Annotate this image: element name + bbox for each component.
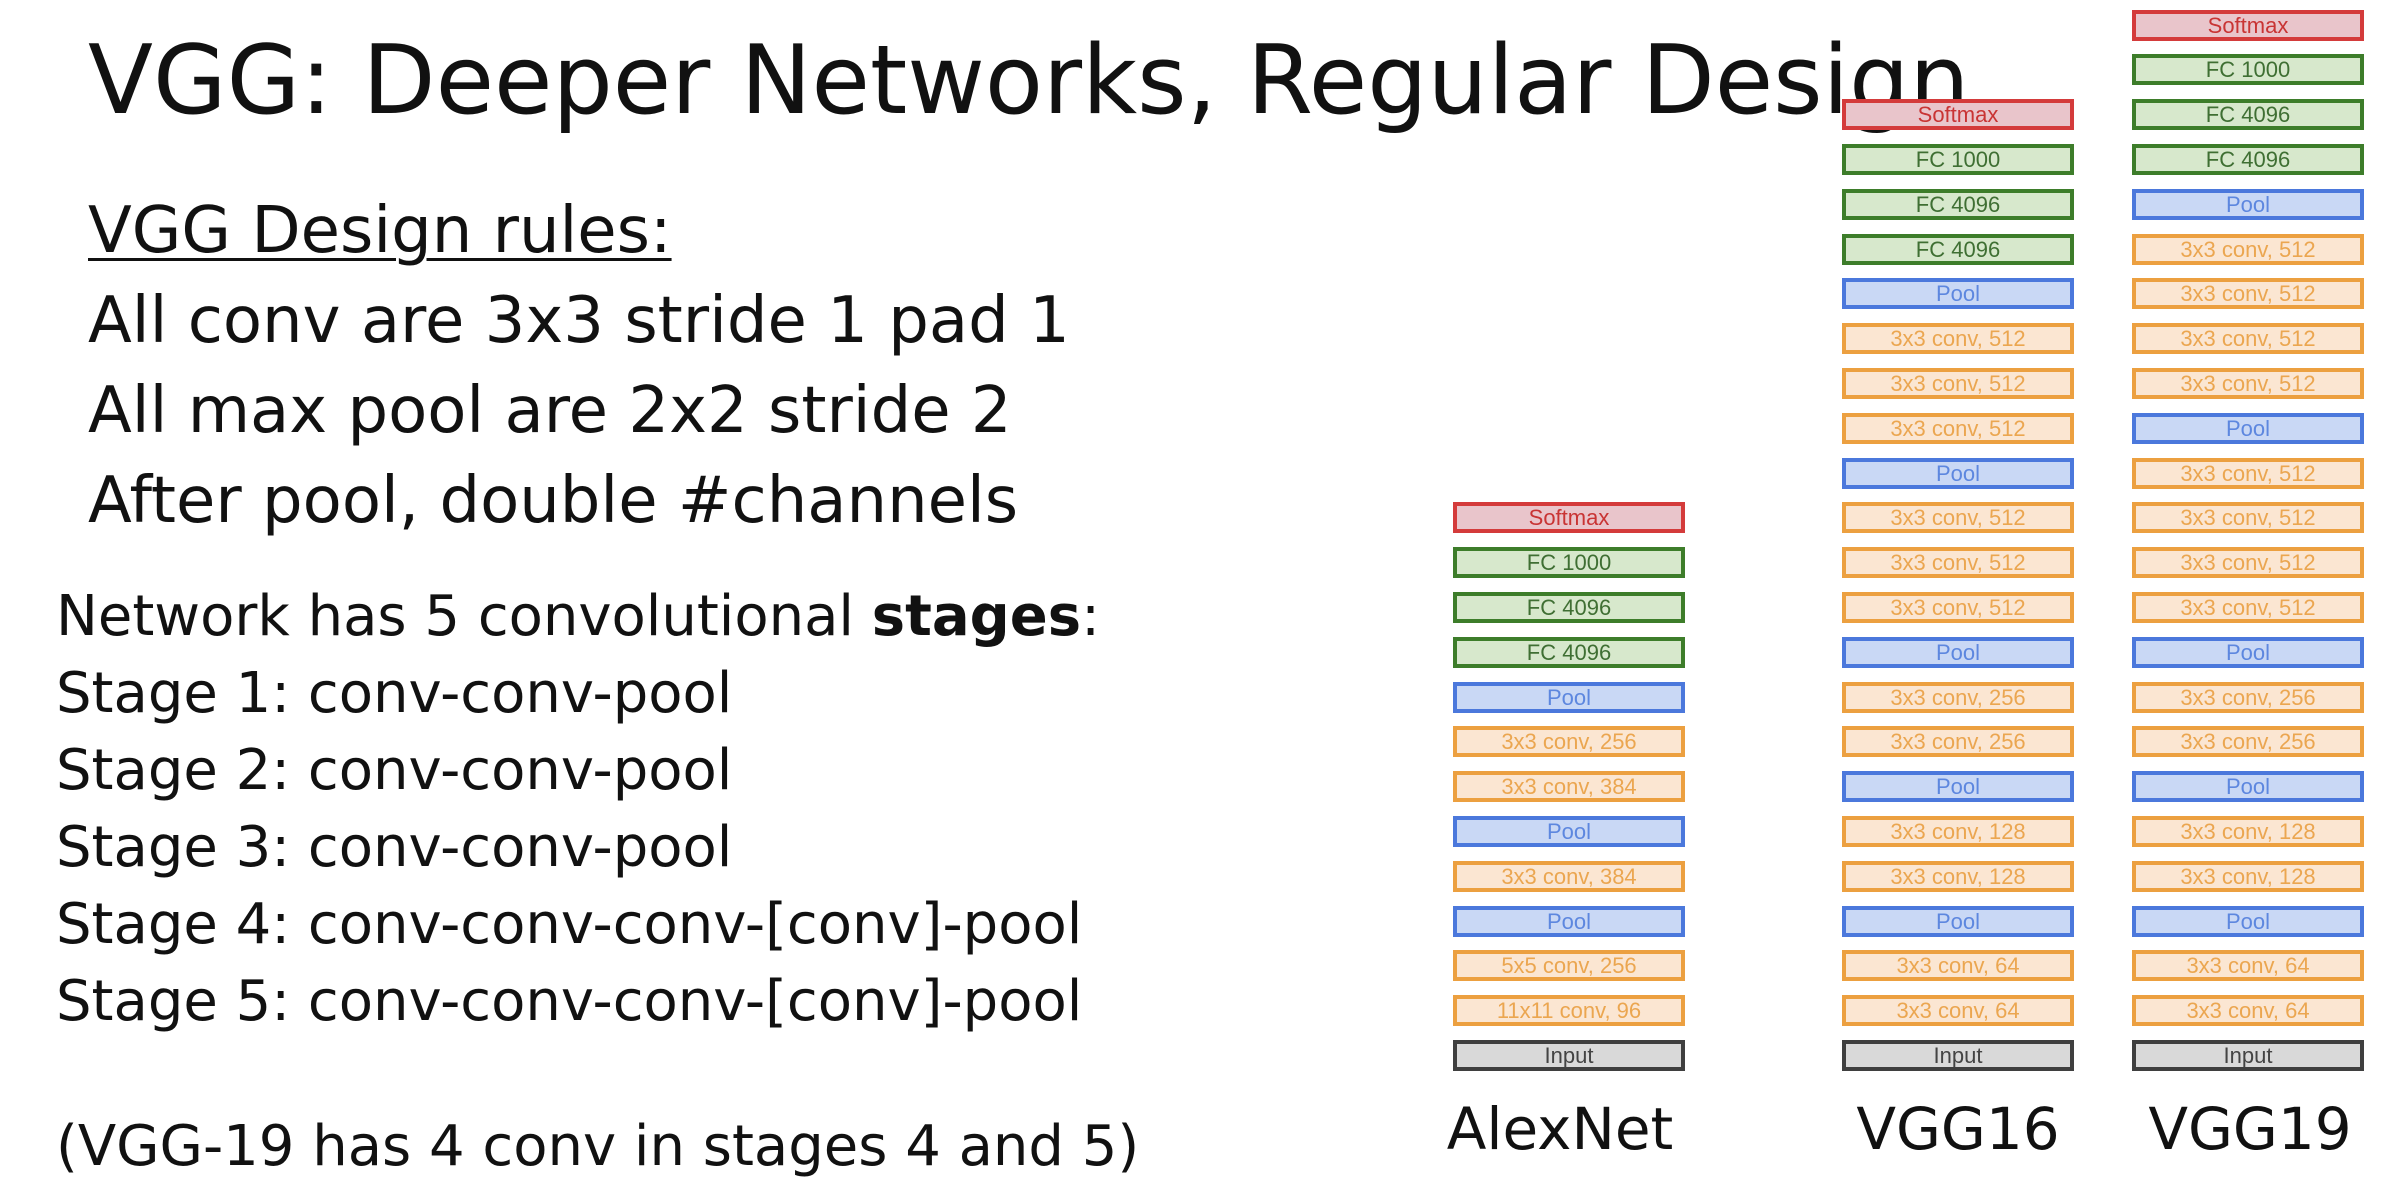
stages-intro-colon: : [1081,584,1100,649]
vgg19-layer-conv: 3x3 conv, 256 [2132,682,2364,713]
vgg19-layer-pool: Pool [2132,771,2364,802]
vgg19-note: (VGG-19 has 4 conv in stages 4 and 5) [56,1114,1140,1179]
vgg16-layer-conv: 3x3 conv, 128 [1842,861,2074,892]
alexnet-layer-pool: Pool [1453,906,1685,937]
vgg16-layer-conv: 3x3 conv, 256 [1842,726,2074,757]
vgg19-layer-conv: 3x3 conv, 256 [2132,726,2364,757]
vgg19-layer-conv: 3x3 conv, 512 [2132,547,2364,578]
vgg16-layer-pool: Pool [1842,278,2074,309]
alexnet-layer-input: Input [1453,1040,1685,1071]
alexnet-layer-conv: 5x5 conv, 256 [1453,950,1685,981]
vgg16-layer-input: Input [1842,1040,2074,1071]
stages-intro-bold: stages [871,584,1082,649]
alexnet-layer-fc: FC 4096 [1453,637,1685,668]
vgg19-layer-conv: 3x3 conv, 512 [2132,592,2364,623]
vgg16-layer-conv: 3x3 conv, 64 [1842,995,2074,1026]
alexnet-layer-fc: FC 4096 [1453,592,1685,623]
vgg19-layer-conv: 3x3 conv, 64 [2132,995,2364,1026]
design-rules-heading: VGG Design rules: [88,194,672,268]
slide-title: VGG: Deeper Networks, Regular Design [88,26,1970,136]
vgg16-layer-softmax: Softmax [1842,99,2074,130]
stages-intro: Network has 5 convolutional stages: [56,578,1100,655]
alexnet-layer-softmax: Softmax [1453,502,1685,533]
vgg16-layer-conv: 3x3 conv, 512 [1842,413,2074,444]
design-rules: VGG Design rules: All conv are 3x3 strid… [88,186,1070,546]
design-rule-item: After pool, double #channels [88,464,1019,538]
alexnet-name-label: AlexNet [1446,1095,1674,1163]
design-rule-item: All conv are 3x3 stride 1 pad 1 [88,284,1070,358]
alexnet-layer-fc: FC 1000 [1453,547,1685,578]
vgg16-layer-conv: 3x3 conv, 512 [1842,368,2074,399]
vgg19-layer-softmax: Softmax [2132,10,2364,41]
vgg19-layer-pool: Pool [2132,413,2364,444]
vgg19-layer-conv: 3x3 conv, 512 [2132,502,2364,533]
vgg16-layer-conv: 3x3 conv, 128 [1842,816,2074,847]
vgg16-layer-pool: Pool [1842,637,2074,668]
vgg19-layer-conv: 3x3 conv, 512 [2132,368,2364,399]
alexnet-layer-conv: 3x3 conv, 256 [1453,726,1685,757]
alexnet-layer-pool: Pool [1453,682,1685,713]
vgg19-layer-conv: 3x3 conv, 512 [2132,234,2364,265]
vgg19-layer-fc: FC 4096 [2132,99,2364,130]
vgg19-layer-conv: 3x3 conv, 512 [2132,278,2364,309]
vgg19-layer-conv: 3x3 conv, 128 [2132,816,2364,847]
alexnet-layer-conv: 11x11 conv, 96 [1453,995,1685,1026]
vgg19-layer-pool: Pool [2132,906,2364,937]
vgg16-layer-fc: FC 1000 [1842,144,2074,175]
vgg19-layer-fc: FC 1000 [2132,54,2364,85]
vgg16-name-label: VGG16 [1856,1095,2060,1163]
vgg19-layer-input: Input [2132,1040,2364,1071]
stage-item: Stage 4: conv-conv-conv-[conv]-pool [56,892,1083,957]
stage-item: Stage 2: conv-conv-pool [56,738,733,803]
vgg19-layer-conv: 3x3 conv, 512 [2132,458,2364,489]
vgg16-layer-pool: Pool [1842,771,2074,802]
stages-list: Network has 5 convolutional stages: Stag… [56,578,1100,1040]
vgg19-layer-conv: 3x3 conv, 64 [2132,950,2364,981]
vgg19-name-label: VGG19 [2148,1095,2352,1163]
design-rule-item: All max pool are 2x2 stride 2 [88,374,1012,448]
stage-item: Stage 5: conv-conv-conv-[conv]-pool [56,969,1083,1034]
vgg19-layer-conv: 3x3 conv, 512 [2132,323,2364,354]
vgg16-layer-fc: FC 4096 [1842,234,2074,265]
vgg16-layer-conv: 3x3 conv, 512 [1842,502,2074,533]
stage-item: Stage 1: conv-conv-pool [56,661,733,726]
alexnet-layer-conv: 3x3 conv, 384 [1453,771,1685,802]
vgg19-layer-pool: Pool [2132,189,2364,220]
vgg16-layer-conv: 3x3 conv, 256 [1842,682,2074,713]
vgg16-layer-conv: 3x3 conv, 64 [1842,950,2074,981]
stages-intro-text: Network has 5 convolutional [56,584,872,649]
alexnet-layer-pool: Pool [1453,816,1685,847]
vgg16-layer-conv: 3x3 conv, 512 [1842,592,2074,623]
vgg16-layer-conv: 3x3 conv, 512 [1842,323,2074,354]
vgg19-layer-pool: Pool [2132,637,2364,668]
vgg16-layer-conv: 3x3 conv, 512 [1842,547,2074,578]
vgg16-layer-pool: Pool [1842,906,2074,937]
stage-item: Stage 3: conv-conv-pool [56,815,733,880]
vgg19-layer-fc: FC 4096 [2132,144,2364,175]
vgg16-layer-fc: FC 4096 [1842,189,2074,220]
vgg16-layer-pool: Pool [1842,458,2074,489]
vgg19-layer-conv: 3x3 conv, 128 [2132,861,2364,892]
alexnet-layer-conv: 3x3 conv, 384 [1453,861,1685,892]
